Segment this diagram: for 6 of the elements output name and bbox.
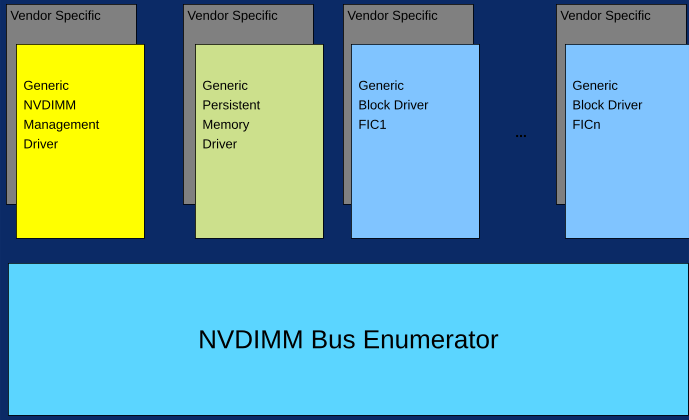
driver-box: Generic NVDIMM Management Driver (16, 44, 145, 239)
driver-box: Generic Block Driver FICn (565, 44, 689, 239)
bus-box: NVDIMM Bus Enumerator (8, 263, 689, 416)
driver-box: Generic Block Driver FIC1 (351, 44, 480, 239)
driver-box: Generic Persistent Memory Driver (195, 44, 324, 239)
ellipsis: ... (516, 134, 526, 138)
